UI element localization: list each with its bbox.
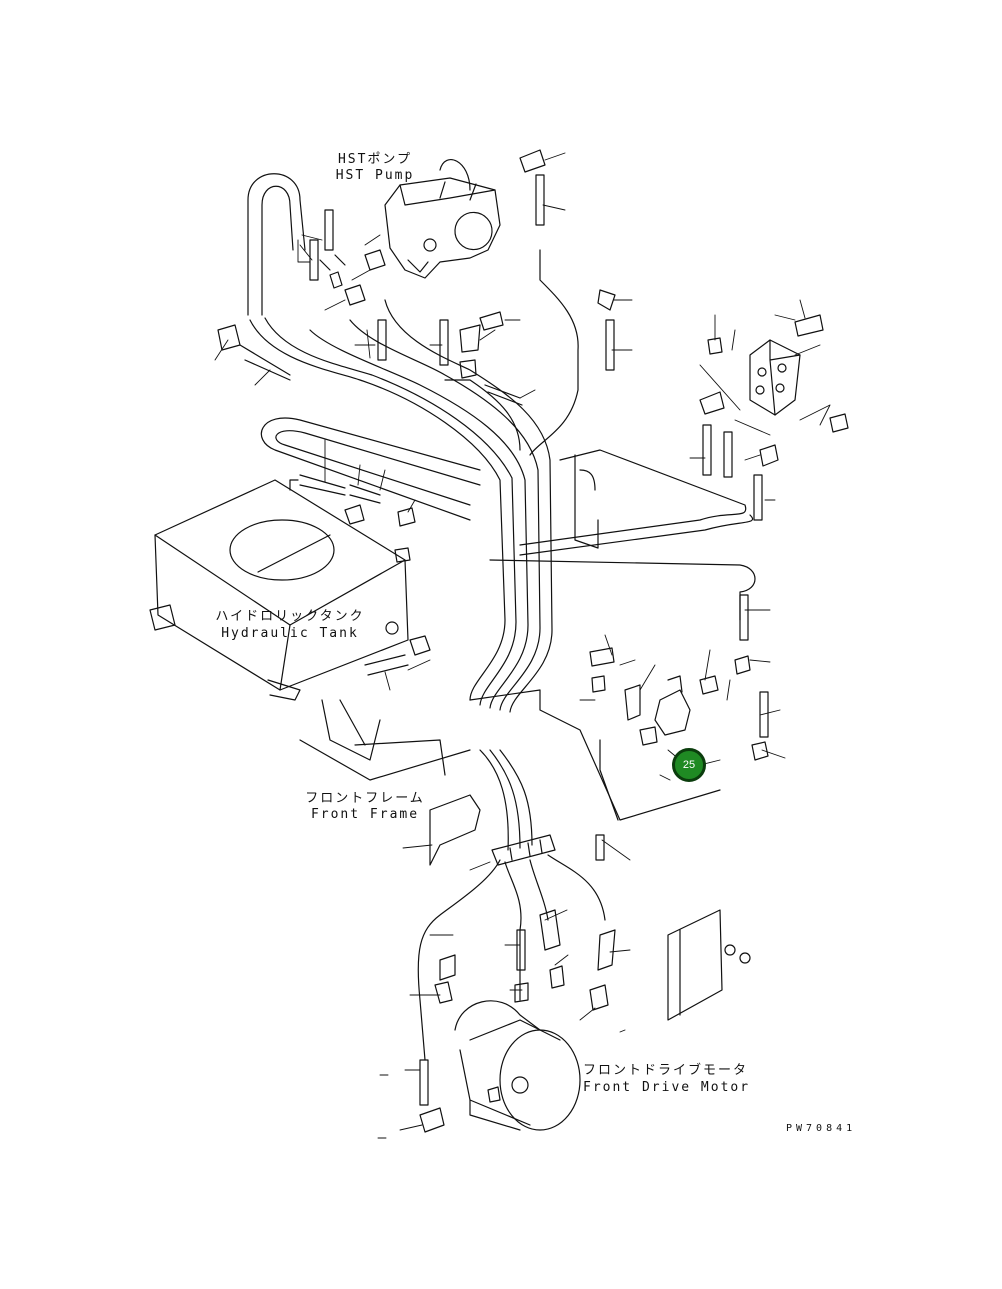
hydraulic-tank-label-jp: ハイドロリックタンク [215, 609, 365, 624]
leader-lines [214, 152, 831, 1139]
valve-block [624, 675, 691, 736]
fittings [217, 149, 849, 1133]
motor-hoses [417, 749, 606, 1061]
return-line-loop [260, 417, 481, 521]
front-frame-label-en: Front Frame [310, 807, 420, 822]
hst-pump [384, 159, 501, 279]
hydraulic-tank [149, 479, 409, 701]
front-frame-label-jp: フロントフレーム [305, 791, 425, 806]
right-side-lines [489, 449, 756, 621]
callout-part-25[interactable]: 25 [672, 748, 706, 782]
drawing-code: PW70841 [786, 1123, 857, 1134]
front-drive-motor-label-jp: フロントドライブモータ [583, 1063, 749, 1078]
pipe-clamp [491, 834, 556, 866]
main-pipe-bundle [249, 249, 579, 713]
front-frame-beam [299, 689, 721, 821]
hst-pump-label-jp: HSTポンプ [337, 152, 413, 167]
front-frame-plate [429, 794, 481, 866]
hst-pump-label-en: HST Pump [335, 168, 415, 183]
bracket-plate [667, 909, 751, 1021]
front-drive-motor-label-en: Front Drive Motor [583, 1080, 751, 1095]
hose-top-left-loop [247, 173, 306, 316]
hydraulic-tank-label-en: Hydraulic Tank [221, 626, 359, 641]
callout-number: 25 [682, 759, 696, 771]
front-drive-motor [454, 1000, 581, 1131]
manifold-block [749, 339, 801, 416]
